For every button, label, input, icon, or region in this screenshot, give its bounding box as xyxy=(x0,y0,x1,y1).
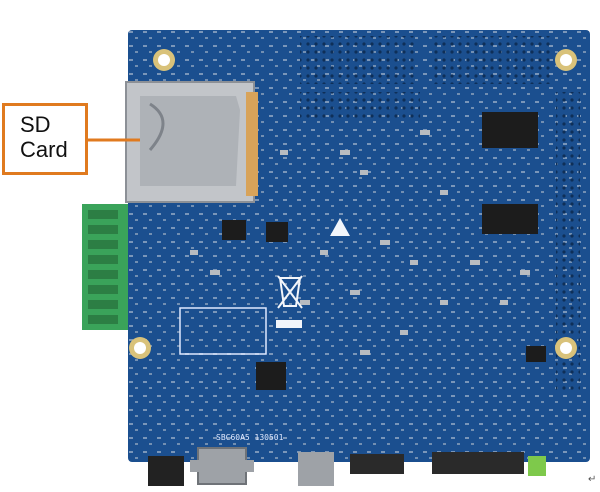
green-jumper xyxy=(528,456,546,476)
callout-line-1: SD xyxy=(20,112,51,137)
pin-header-top-right xyxy=(432,36,552,84)
callout-line-2: Card xyxy=(20,137,68,162)
passive-components xyxy=(190,130,530,355)
bottom-connector-black xyxy=(148,456,184,486)
ic-chip-bottom-right xyxy=(526,346,546,362)
silk-label-block xyxy=(276,320,302,328)
ic-chip-small-2 xyxy=(266,222,288,242)
ic-chip-small-1 xyxy=(222,220,246,240)
ic-chip-bottom xyxy=(256,362,286,390)
silk-outline xyxy=(179,307,267,355)
pin-header-top-left xyxy=(300,36,418,84)
sd-card-callout: SD Card xyxy=(20,112,80,162)
ic-chip-mid-right xyxy=(482,204,538,234)
return-mark: ↵ xyxy=(588,474,597,485)
callout-leader-line xyxy=(86,138,140,142)
esd-warning-icon xyxy=(330,218,350,236)
screw-terminal-block xyxy=(82,204,128,330)
ic-chip-top-right xyxy=(482,112,538,148)
db9-connector xyxy=(197,447,247,485)
sd-card-callout-box xyxy=(2,103,88,175)
pin-header-center xyxy=(300,92,420,118)
weee-icon xyxy=(277,275,303,309)
silkscreen-label: SBC60A5 130501 xyxy=(216,433,284,442)
